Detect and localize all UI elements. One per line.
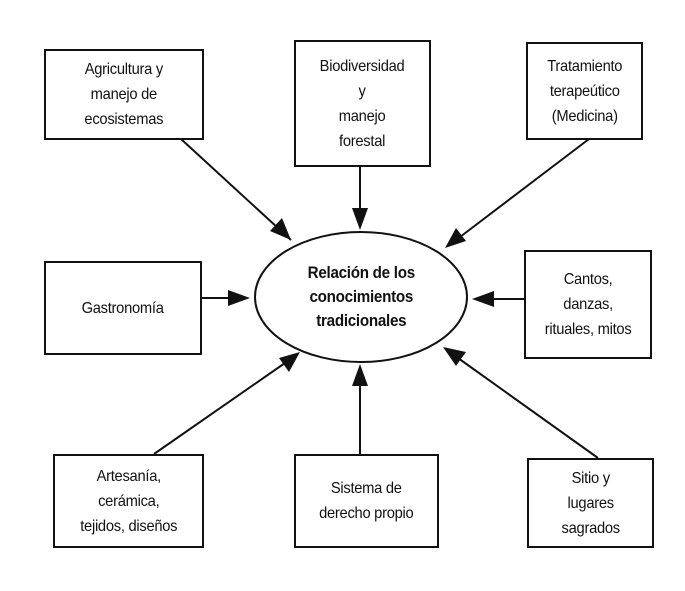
edge-artesania-to-center (153, 362, 286, 455)
node-sitio: Sitio y lugares sagrados (527, 458, 654, 548)
node-biodiversidad: Biodiversidad y manejo forestal (294, 40, 431, 167)
edges-group (153, 138, 599, 459)
node-artesania: Artesanía, cerámica, tejidos, diseños (53, 454, 204, 548)
node-tratamiento-label: Tratamiento terapeútico (Medicina) (547, 57, 622, 125)
node-agricultura: Agricultura y manejo de ecosistemas (44, 49, 204, 140)
center-node: Relación de los conocimientos tradiciona… (255, 231, 468, 362)
node-sistema-label: Sistema de derecho propio (319, 480, 414, 522)
node-cantos-label: Cantos, danzas, rituales, mitos (544, 271, 632, 338)
arrowhead-artesania (279, 352, 300, 372)
arrowhead-cantos (472, 291, 494, 307)
arrowhead-gastronomia (228, 290, 250, 306)
edge-sitio-to-center (457, 357, 599, 459)
center-ellipse (254, 231, 468, 363)
arrowhead-agricultura (270, 218, 291, 240)
node-gastronomia: Gastronomía (44, 261, 202, 355)
node-sitio-label: Sitio y lugares sagrados (561, 469, 620, 537)
node-gastronomia-label: Gastronomía (81, 299, 165, 317)
arrowhead-sistema (352, 364, 368, 386)
node-agricultura-label: Agricultura y manejo de ecosistemas (84, 61, 164, 128)
center-node-label: Relación de los conocimientos tradiciona… (307, 263, 416, 330)
node-artesania-label: Artesanía, cerámica, tejidos, diseños (79, 467, 178, 535)
node-biodiversidad-label: Biodiversidad y manejo forestal (320, 57, 405, 150)
arrowhead-biodiversidad (352, 208, 368, 230)
arrowhead-tratamiento (445, 228, 466, 248)
edge-tratamiento-to-center (459, 138, 590, 238)
edge-agricultura-to-center (180, 138, 292, 241)
node-tratamiento: Tratamiento terapeútico (Medicina) (526, 42, 643, 140)
arrowhead-sitio (443, 347, 466, 366)
node-sistema: Sistema de derecho propio (294, 454, 439, 548)
node-cantos: Cantos, danzas, rituales, mitos (524, 250, 652, 359)
